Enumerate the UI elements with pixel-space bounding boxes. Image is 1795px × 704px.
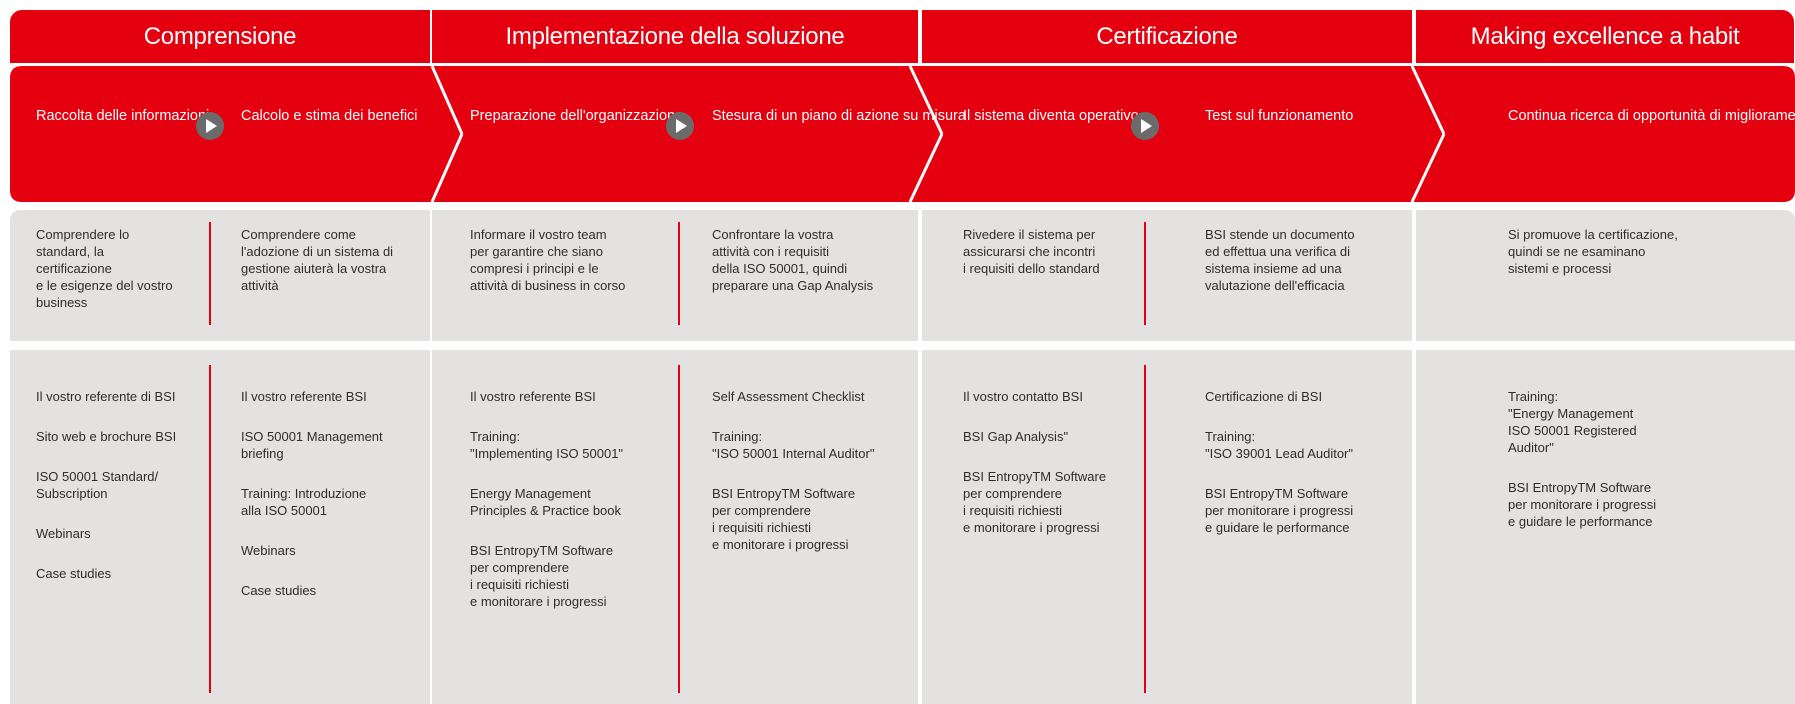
play-arrow-icon — [666, 112, 694, 140]
chevron-phase-4 — [1406, 66, 1795, 202]
step-raccolta: Raccolta delle informazioni — [36, 108, 210, 124]
list-item: Self Assessment Checklist — [712, 389, 865, 404]
list-item: Webinars — [241, 543, 296, 558]
list-item: ISO 50001 Standard/ Subscription — [36, 469, 159, 501]
list-item: Training: "Energy Management ISO 50001 R… — [1508, 389, 1637, 455]
divider — [678, 222, 680, 325]
list-item: BSI EntropyTM Software per monitorare i … — [1508, 480, 1657, 529]
play-arrow-icon — [1131, 112, 1159, 140]
list-item: Training: Introduzione alla ISO 50001 — [241, 486, 367, 518]
resources-list-3: Il vostro referente BSI Training: "Imple… — [470, 388, 623, 610]
step-stesura: Stesura di un piano di azione su misura — [712, 108, 966, 124]
divider — [209, 222, 211, 325]
list-item: Il vostro referente BSI — [470, 389, 596, 404]
list-item: Sito web e brochure BSI — [36, 429, 177, 444]
chevron-phase-3 — [904, 66, 1444, 202]
list-item: Il vostro contatto BSI — [963, 389, 1083, 404]
description-panel-3 — [922, 210, 1412, 341]
resources-list-1: Il vostro referente di BSI Sito web e br… — [36, 388, 176, 582]
divider — [1144, 222, 1146, 325]
list-item: Training: "ISO 39001 Lead Auditor" — [1205, 429, 1354, 461]
list-item: BSI EntropyTM Software per comprendere i… — [470, 543, 614, 609]
description-panel-2 — [432, 210, 918, 341]
list-item: Il vostro referente di BSI — [36, 389, 176, 404]
divider — [209, 365, 211, 693]
step-sistema-operativo: Il sistema diventa operativo — [963, 108, 1139, 124]
phase-header-certificazione: Certificazione — [922, 10, 1412, 63]
list-item: ISO 50001 Management briefing — [241, 429, 383, 461]
list-item: BSI Gap Analysis" — [963, 429, 1069, 444]
description-text: BSI stende un documento ed effettua una … — [1205, 227, 1355, 293]
description-text: Informare il vostro team per garantire c… — [470, 227, 626, 293]
resources-list-7: Training: "Energy Management ISO 50001 R… — [1508, 388, 1656, 530]
description-text: Rivedere il sistema per assicurarsi che … — [963, 227, 1100, 276]
resources-panel-3 — [922, 350, 1412, 704]
description-panel-1 — [10, 210, 430, 341]
divider — [678, 365, 680, 693]
list-item: Il vostro referente BSI — [241, 389, 367, 404]
description-text: Confrontare la vostra attività con i req… — [712, 227, 874, 293]
resources-list-5: Il vostro contatto BSI BSI Gap Analysis"… — [963, 388, 1106, 536]
resources-list-6: Certificazione di BSI Training: "ISO 390… — [1205, 388, 1353, 536]
resources-panel-2 — [432, 350, 918, 704]
description-text: Comprendere come l'adozione di un sistem… — [241, 227, 394, 293]
list-item: Webinars — [36, 526, 91, 541]
phase-header-making-excellence: Making excellence a habit — [1416, 10, 1794, 63]
phase-header-comprensione: Comprensione — [10, 10, 430, 63]
resources-panel-1 — [10, 350, 430, 704]
step-preparazione: Preparazione dell'organizzazione — [470, 108, 684, 124]
resources-panel-4 — [1416, 350, 1795, 704]
list-item: Training: "Implementing ISO 50001" — [470, 429, 624, 461]
step-miglioramento: Continua ricerca di opportunità di migli… — [1508, 108, 1795, 124]
description-text: Comprendere lo standard, la certificazio… — [36, 227, 173, 310]
list-item: BSI EntropyTM Software per monitorare i … — [1205, 486, 1354, 535]
list-item: BSI EntropyTM Software per comprendere i… — [712, 486, 856, 552]
chevron-phase-1 — [10, 66, 462, 202]
list-item: Case studies — [36, 566, 112, 581]
resources-list-4: Self Assessment Checklist Training: "ISO… — [712, 388, 874, 553]
play-arrow-icon — [196, 112, 224, 140]
list-item: Training: "ISO 50001 Internal Auditor" — [712, 429, 875, 461]
list-item: BSI EntropyTM Software per comprendere i… — [963, 469, 1107, 535]
description-text: Si promuove la certificazione, quindi se… — [1508, 227, 1678, 276]
list-item: Energy Management Principles & Practice … — [470, 486, 622, 518]
resources-list-2: Il vostro referente BSI ISO 50001 Manage… — [241, 388, 383, 599]
step-test: Test sul funzionamento — [1205, 108, 1354, 124]
phase-header-implementazione: Implementazione della soluzione — [432, 10, 918, 63]
step-calcolo: Calcolo e stima dei benefici — [241, 108, 418, 124]
list-item: Case studies — [241, 583, 317, 598]
list-item: Certificazione di BSI — [1205, 389, 1323, 404]
description-panel-4 — [1416, 210, 1795, 341]
divider — [1144, 365, 1146, 693]
